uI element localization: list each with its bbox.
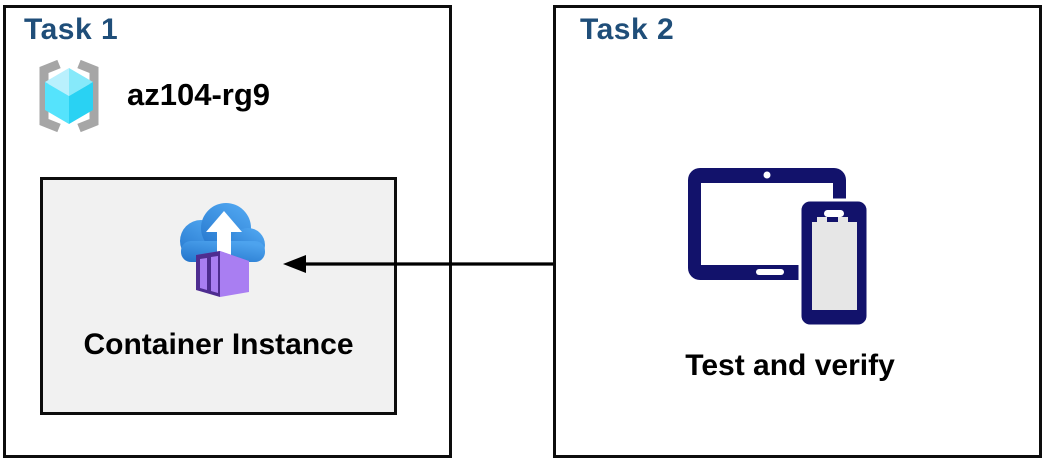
task1-title: Task 1	[24, 13, 119, 46]
test-and-verify-label: Test and verify	[685, 349, 895, 382]
task2-title: Task 2	[580, 13, 675, 46]
container-instance-icon	[180, 203, 265, 297]
devices-icon	[688, 168, 870, 328]
phone-icon	[798, 198, 870, 328]
container-instance-label: Container Instance	[83, 328, 354, 361]
container-box-shape	[196, 251, 249, 297]
resource-group-icon	[39, 59, 99, 133]
resource-group-name: az104-rg9	[127, 77, 271, 112]
arrowhead-left	[283, 255, 306, 273]
